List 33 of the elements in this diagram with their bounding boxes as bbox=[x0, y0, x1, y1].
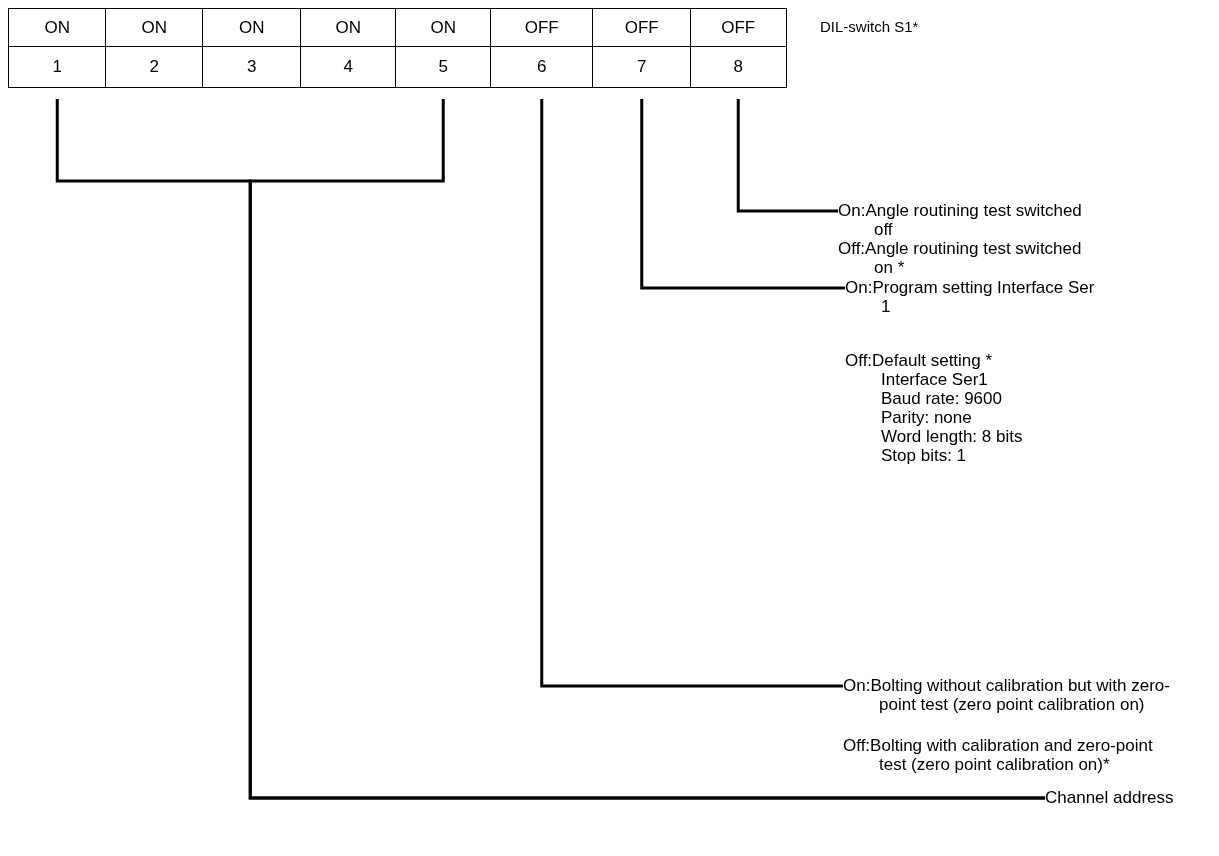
parameter-text: Baud rate: 9600 bbox=[880, 389, 1003, 408]
setting-description: On:Bolting without calibration but with zero-point test (zero point calibration on) bbox=[843, 676, 1171, 714]
switch-number-cell: 4 bbox=[300, 46, 397, 88]
switch-state-cell: ON bbox=[105, 8, 204, 47]
leader-line bbox=[540, 99, 843, 688]
parameter-text: Parity: none bbox=[880, 408, 973, 427]
leader-line bbox=[640, 99, 845, 290]
setting-description: Off:Angle routining test switched on * bbox=[838, 239, 1083, 277]
switch-number-cell: 3 bbox=[202, 46, 302, 88]
switch-label: DIL-switch S1* bbox=[820, 18, 919, 35]
setting-description: Channel address bbox=[1045, 788, 1215, 807]
switch-state-cell: OFF bbox=[592, 8, 692, 47]
setting-description: Off:Bolting with calibration and zero-point test (zero point calibration on)* bbox=[843, 736, 1154, 774]
setting-description: Off:Default setting * bbox=[845, 351, 994, 370]
setting-description: On:Angle routining test switched off bbox=[838, 201, 1083, 239]
switch-number-cell: 1 bbox=[8, 46, 107, 88]
parameter-text: Interface Ser1 bbox=[880, 370, 989, 389]
switch-number-cell: 6 bbox=[490, 46, 594, 88]
switch-state-cell: ON bbox=[395, 8, 492, 47]
parameter-text: Word length: 8 bits bbox=[880, 427, 1024, 446]
switch-number-cell: 5 bbox=[395, 46, 492, 88]
switch-number-cell: 2 bbox=[105, 46, 204, 88]
switch-state-cell: OFF bbox=[490, 8, 594, 47]
switch-number-cell: 8 bbox=[690, 46, 787, 88]
switch-state-cell: ON bbox=[202, 8, 302, 47]
leader-line bbox=[736, 99, 838, 213]
switch-state-cell: ON bbox=[8, 8, 107, 47]
switch-state-cell: OFF bbox=[690, 8, 787, 47]
leader-line bbox=[248, 99, 1045, 800]
parameter-text: Stop bits: 1 bbox=[880, 446, 968, 465]
switch-number-cell: 7 bbox=[592, 46, 692, 88]
setting-description: On:Program setting Interface Ser 1 bbox=[845, 278, 1096, 316]
switch-state-cell: ON bbox=[300, 8, 397, 47]
